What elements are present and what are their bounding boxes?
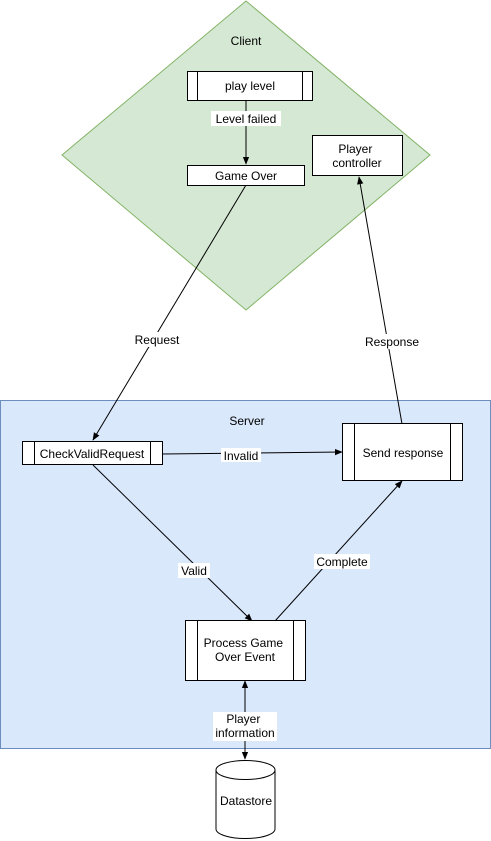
- label-request: Request: [131, 332, 183, 347]
- client-label: Client: [231, 34, 262, 48]
- edge-response: [357, 176, 403, 425]
- player-controller-line-2: controller: [332, 156, 381, 170]
- process-game-over-line-1: Process Game: [204, 636, 284, 650]
- datastore-label: Datastore: [220, 794, 272, 808]
- invalid-text: Invalid: [224, 449, 259, 463]
- player-controller-line-1: Player: [338, 142, 372, 156]
- label-complete: Complete: [314, 554, 370, 569]
- datastore-cylinder-icon: [215, 760, 276, 839]
- send-response-label: Send response: [363, 446, 444, 460]
- process-game-over-line-2: Over Event: [215, 650, 276, 664]
- response-text: Response: [365, 335, 419, 349]
- check-valid-request-label: CheckValidRequest: [40, 447, 145, 461]
- edge-labels: Level failed Request Response Invalid Va…: [131, 111, 423, 741]
- level-failed-text: Level failed: [216, 112, 277, 126]
- node-send-response: Send response: [342, 423, 463, 481]
- player-controller-label: Player controller: [332, 142, 381, 170]
- node-play-level: play level: [187, 71, 313, 101]
- player-information-line-1: Player: [226, 712, 260, 726]
- valid-text: Valid: [181, 564, 207, 578]
- process-game-over-label: Process Game Over Event: [204, 636, 287, 664]
- node-process-game-over: Process Game Over Event: [185, 620, 306, 681]
- node-game-over: Game Over: [187, 165, 305, 186]
- label-valid: Valid: [178, 563, 210, 578]
- label-invalid: Invalid: [221, 448, 261, 463]
- nodes: play level Game Over Player controller C…: [22, 71, 463, 839]
- player-information-text: Player information: [215, 712, 274, 740]
- player-information-line-2: information: [215, 726, 274, 740]
- label-response: Response: [361, 334, 423, 349]
- node-player-controller: Player controller: [312, 135, 403, 176]
- label-level-failed: Level failed: [211, 111, 281, 126]
- node-datastore: Datastore: [215, 760, 276, 839]
- edge-request: [92, 184, 247, 441]
- complete-text: Complete: [316, 555, 368, 569]
- node-check-valid-request: CheckValidRequest: [22, 441, 163, 465]
- edge-complete: [274, 480, 403, 622]
- label-player-information: Player information: [213, 712, 277, 741]
- game-over-label: Game Over: [215, 169, 277, 183]
- play-level-label: play level: [225, 79, 275, 93]
- server-label: Server: [229, 414, 264, 428]
- request-text: Request: [135, 333, 180, 347]
- edge-valid: [92, 464, 253, 622]
